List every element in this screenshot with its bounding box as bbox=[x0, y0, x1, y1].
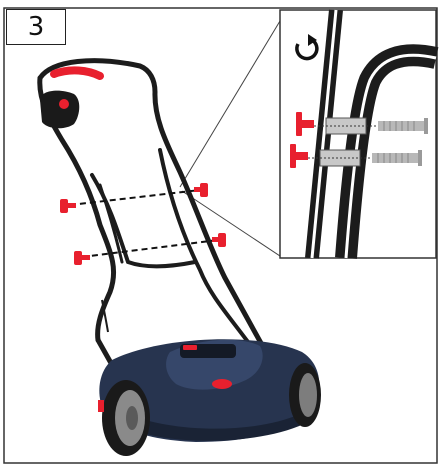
assembly-guides bbox=[69, 189, 219, 258]
outer-frame bbox=[3, 7, 438, 464]
handle-left-rail bbox=[37, 58, 265, 348]
power-cable bbox=[101, 299, 109, 333]
switch-box bbox=[40, 90, 80, 129]
rotate-clockwise-icon bbox=[295, 34, 319, 61]
knob-screw-icon bbox=[194, 183, 208, 197]
rear-wheel-hub bbox=[299, 373, 317, 417]
switch-button bbox=[59, 99, 69, 109]
knob-screw-icon bbox=[290, 144, 308, 168]
handle-red-grip bbox=[50, 66, 104, 80]
handle-inner-rail-b bbox=[158, 148, 250, 344]
mower-headlight bbox=[212, 379, 232, 389]
knob-screw-icon bbox=[60, 199, 76, 213]
knob-screw-icon bbox=[296, 112, 314, 136]
handle-inner-rail-c bbox=[98, 183, 124, 264]
inset-tube-straight-highlight bbox=[310, 9, 338, 259]
inset-dotted-guides bbox=[300, 125, 378, 159]
mower-badge bbox=[183, 345, 197, 350]
zoom-leader-lines bbox=[179, 15, 284, 259]
bolt-icon bbox=[378, 118, 428, 134]
knob-screw-icon bbox=[212, 233, 226, 247]
mower-deck bbox=[99, 339, 320, 442]
zoom-inset bbox=[279, 9, 439, 259]
lawn-mower bbox=[37, 58, 321, 456]
inset-tube-curved-highlight bbox=[344, 53, 437, 259]
bolt-icon bbox=[372, 150, 422, 166]
step-number-label: 3 bbox=[6, 9, 66, 45]
front-wheel-center bbox=[126, 406, 138, 430]
mower-deck-shadow bbox=[112, 410, 304, 441]
knob-set bbox=[60, 183, 226, 265]
wheel-red-clip bbox=[98, 400, 104, 412]
knob-screw-icon bbox=[74, 251, 90, 265]
